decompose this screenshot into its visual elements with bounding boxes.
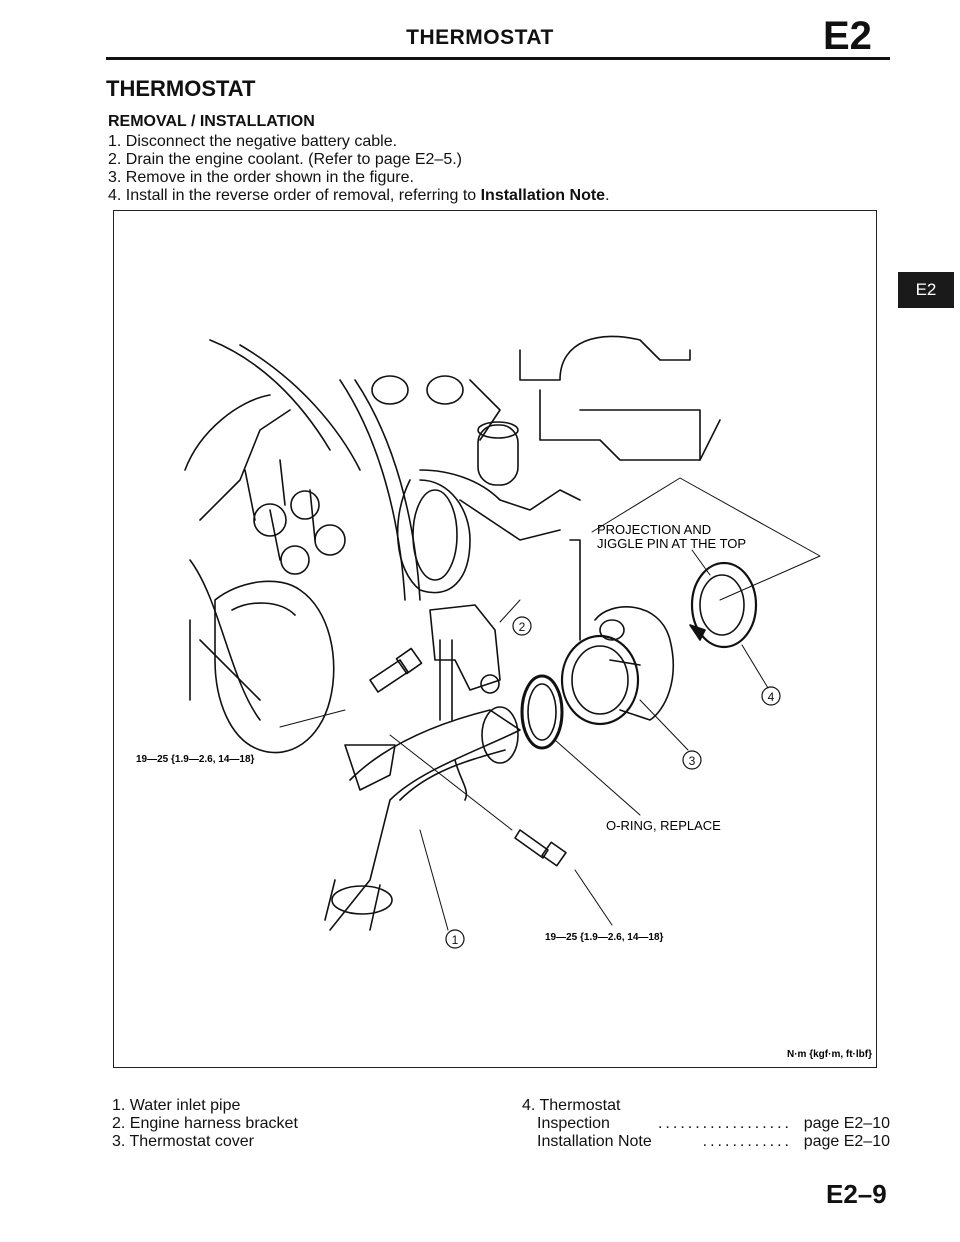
procedure-steps: 1. Disconnect the negative battery cable… (108, 133, 610, 205)
torque-spec-left: 19—25 {1.9—2.6, 14—18} (136, 754, 255, 765)
leader-dots: ............ (702, 1133, 792, 1150)
page-ref: page E2–10 (803, 1115, 890, 1132)
step-4-tail: . (605, 187, 610, 204)
parts-legend-right: 4. Thermostat Inspection ...............… (522, 1097, 890, 1151)
section-title: THERMOSTAT (106, 76, 256, 101)
callout-3: 3 (689, 754, 696, 768)
callout-1: 1 (452, 933, 459, 947)
legend-sub-label: Inspection (537, 1115, 610, 1132)
legend-item-1: 1. Water inlet pipe (112, 1097, 241, 1114)
step-4-text: 4. Install in the reverse order of remov… (108, 187, 481, 204)
callout-4: 4 (768, 690, 775, 704)
callout-1-circle (445, 929, 465, 949)
step-2: 2. Drain the engine coolant. (Refer to p… (108, 151, 462, 168)
running-header-title: THERMOSTAT (406, 26, 554, 49)
legend-item-3: 3. Thermostat cover (112, 1133, 254, 1150)
label-oring-replace: O-RING, REPLACE (606, 818, 721, 833)
step-1: 1. Disconnect the negative battery cable… (108, 133, 398, 150)
callout-2: 2 (519, 620, 526, 634)
header-rule (106, 57, 890, 60)
legend-sub-label: Installation Note (537, 1133, 652, 1150)
page-number: E2–9 (826, 1179, 887, 1209)
torque-spec-bottom: 19—25 {1.9—2.6, 14—18} (545, 932, 664, 943)
legend-item-2: 2. Engine harness bracket (112, 1115, 298, 1132)
legend-item-4: 4. Thermostat (522, 1097, 621, 1114)
label-projection-line1: PROJECTION AND (597, 522, 711, 537)
step-4-link: Installation Note (480, 187, 606, 204)
step-3: 3. Remove in the order shown in the figu… (108, 169, 414, 186)
label-projection-line2: JIGGLE PIN AT THE TOP (597, 536, 746, 551)
units-note: N·m {kgf·m, ft·lbf} (787, 1049, 872, 1060)
leader-dots: .................. (657, 1115, 792, 1132)
figure-frame (113, 210, 877, 1068)
subsection-title: REMOVAL / INSTALLATION (108, 113, 315, 130)
callout-3-circle (682, 750, 702, 770)
legend-sub-installation-note: Installation Note ............ page E2–1… (522, 1133, 890, 1151)
callout-2-circle (512, 616, 532, 636)
section-tab: E2 (898, 272, 954, 308)
page-ref: page E2–10 (803, 1133, 890, 1150)
step-4: 4. Install in the reverse order of remov… (108, 187, 610, 205)
section-code: E2 (823, 14, 872, 58)
legend-sub-inspection: Inspection .................. page E2–10 (522, 1115, 890, 1133)
parts-legend-left: 1. Water inlet pipe 2. Engine harness br… (112, 1097, 298, 1151)
callout-4-circle (761, 686, 781, 706)
